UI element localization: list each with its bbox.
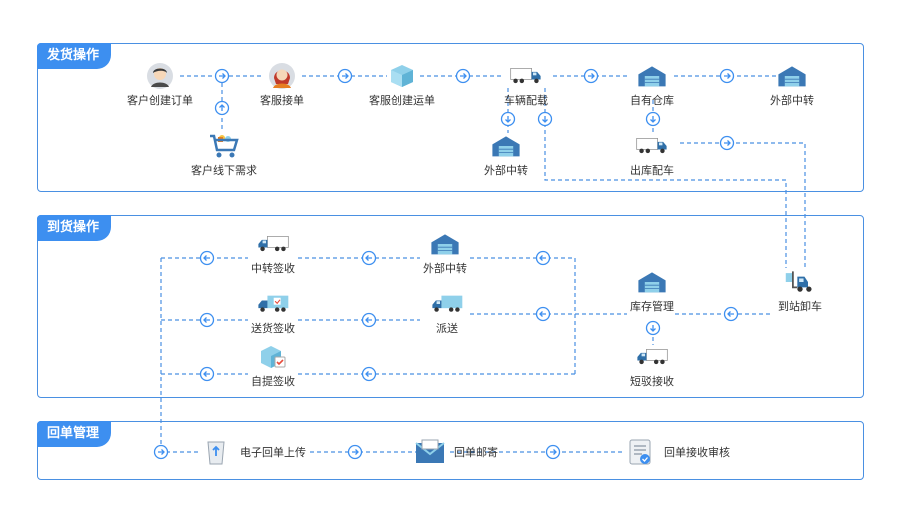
customer-service-avatar-icon bbox=[266, 62, 298, 90]
warehouse-icon bbox=[636, 62, 668, 90]
truck-icon bbox=[431, 290, 463, 318]
customer-avatar-icon bbox=[144, 62, 176, 90]
label-e-receipt-upload: 电子回单上传 bbox=[240, 446, 306, 459]
section-title-shipping: 发货操作 bbox=[37, 43, 112, 69]
node-station-unload: 到站卸车 bbox=[768, 268, 832, 314]
node-cs-receive: 客服接单 bbox=[250, 62, 314, 108]
node-delivery-sign: 送货签收 bbox=[243, 290, 303, 336]
node-external-transfer-arrival: 外部中转 bbox=[415, 230, 475, 276]
delivery-truck-check-icon bbox=[257, 290, 289, 318]
node-own-warehouse: 自有仓库 bbox=[622, 62, 682, 108]
label-cs-waybill: 客服创建运单 bbox=[369, 94, 435, 107]
node-customer-order: 客户创建订单 bbox=[125, 62, 195, 108]
node-cs-waybill: 客服创建运单 bbox=[364, 62, 440, 108]
warehouse-icon bbox=[776, 62, 808, 90]
forklift-icon bbox=[784, 268, 816, 296]
node-inventory-mgmt: 库存管理 bbox=[620, 268, 684, 314]
node-external-transfer-top: 外部中转 bbox=[762, 62, 822, 108]
section-title-receipt: 回单管理 bbox=[37, 421, 112, 447]
truck-icon bbox=[636, 343, 668, 371]
node-receipt-review: 回单接收审核 bbox=[624, 438, 730, 466]
node-e-receipt-upload: 电子回单上传 bbox=[200, 438, 306, 466]
node-vehicle-load: 车辆配载 bbox=[496, 62, 556, 108]
document-review-icon bbox=[624, 438, 656, 466]
node-dispatch: 派送 bbox=[420, 290, 474, 336]
label-external-transfer-top: 外部中转 bbox=[770, 94, 814, 107]
label-cs-receive: 客服接单 bbox=[260, 94, 304, 107]
label-outbound-load: 出库配车 bbox=[630, 164, 674, 177]
label-receipt-mail: 回单邮寄 bbox=[454, 446, 498, 459]
label-transfer-sign: 中转签收 bbox=[251, 262, 295, 275]
label-self-pickup-sign: 自提签收 bbox=[251, 375, 295, 388]
label-offline-demand: 客户线下需求 bbox=[191, 164, 257, 177]
label-external-transfer-mid: 外部中转 bbox=[484, 164, 528, 177]
node-self-pickup-sign: 自提签收 bbox=[243, 343, 303, 389]
truck-icon bbox=[636, 132, 668, 160]
warehouse-icon bbox=[429, 230, 461, 258]
label-dispatch: 派送 bbox=[436, 322, 458, 335]
package-box-icon bbox=[386, 62, 418, 90]
section-shipping: 发货操作 bbox=[37, 43, 864, 192]
warehouse-icon bbox=[490, 132, 522, 160]
label-own-warehouse: 自有仓库 bbox=[630, 94, 674, 107]
truck-icon bbox=[257, 230, 289, 258]
label-customer-order: 客户创建订单 bbox=[127, 94, 193, 107]
node-receipt-mail: 回单邮寄 bbox=[414, 438, 498, 466]
node-offline-demand: 客户线下需求 bbox=[186, 132, 262, 178]
shopping-cart-icon bbox=[208, 132, 240, 160]
section-receipt: 回单管理 bbox=[37, 421, 864, 480]
label-external-transfer-arrival: 外部中转 bbox=[423, 262, 467, 275]
package-check-icon bbox=[257, 343, 289, 371]
node-transfer-sign: 中转签收 bbox=[243, 230, 303, 276]
label-receipt-review: 回单接收审核 bbox=[664, 446, 730, 459]
envelope-icon bbox=[414, 438, 446, 466]
label-station-unload: 到站卸车 bbox=[778, 300, 822, 313]
truck-icon bbox=[510, 62, 542, 90]
label-inventory-mgmt: 库存管理 bbox=[630, 300, 674, 313]
upload-receipt-icon bbox=[200, 438, 232, 466]
node-outbound-load: 出库配车 bbox=[622, 132, 682, 178]
node-external-transfer-mid: 外部中转 bbox=[476, 132, 536, 178]
label-vehicle-load: 车辆配载 bbox=[504, 94, 548, 107]
section-title-arrival: 到货操作 bbox=[37, 215, 112, 241]
label-short-haul-receive: 短驳接收 bbox=[630, 375, 674, 388]
warehouse-icon bbox=[636, 268, 668, 296]
node-short-haul-receive: 短驳接收 bbox=[622, 343, 682, 389]
label-delivery-sign: 送货签收 bbox=[251, 322, 295, 335]
